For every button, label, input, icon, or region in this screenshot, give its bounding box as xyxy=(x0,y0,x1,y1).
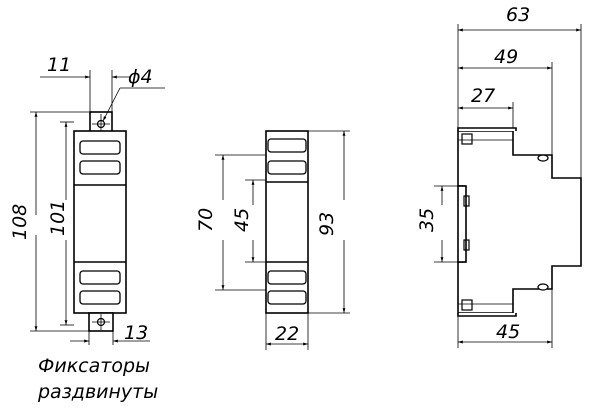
dim-63: 63 xyxy=(506,4,530,26)
front-slot-3 xyxy=(79,270,121,285)
front-slot-4 xyxy=(79,290,121,305)
middle-slot-2 xyxy=(267,160,307,175)
middle-slot-1 xyxy=(267,138,307,153)
screw-bottom xyxy=(537,283,549,291)
dim-13: 13 xyxy=(124,322,148,344)
front-slot-1 xyxy=(79,140,121,155)
caption-line-1: Фиксаторы xyxy=(38,355,150,377)
dim-22: 22 xyxy=(275,323,299,345)
dim-phi4: ϕ4 xyxy=(128,66,153,88)
dim-27: 27 xyxy=(471,85,495,107)
caption-line-2: раздвинуты xyxy=(37,381,158,403)
middle-slot-3 xyxy=(267,270,307,285)
middle-body xyxy=(265,130,309,314)
dim-101: 101 xyxy=(47,200,69,236)
side-rail-clip xyxy=(457,185,467,263)
side-view: 63 49 27 35 45 xyxy=(416,4,582,348)
dim-49: 49 xyxy=(494,46,518,68)
dim-45-side: 45 xyxy=(496,321,520,343)
side-outline xyxy=(457,130,582,314)
middle-view: 70 45 93 22 xyxy=(195,130,350,350)
dim-108: 108 xyxy=(9,204,31,240)
dim-11: 11 xyxy=(47,54,71,76)
dim-45-middle: 45 xyxy=(231,208,253,232)
front-slot-2 xyxy=(79,160,121,175)
screw-top xyxy=(537,154,549,162)
front-view: 11 ϕ4 108 101 13 xyxy=(9,54,165,345)
dim-70: 70 xyxy=(195,208,217,232)
front-body xyxy=(73,130,127,314)
dim-93: 93 xyxy=(316,212,338,236)
dim-35: 35 xyxy=(416,208,438,232)
middle-slot-4 xyxy=(267,290,307,305)
